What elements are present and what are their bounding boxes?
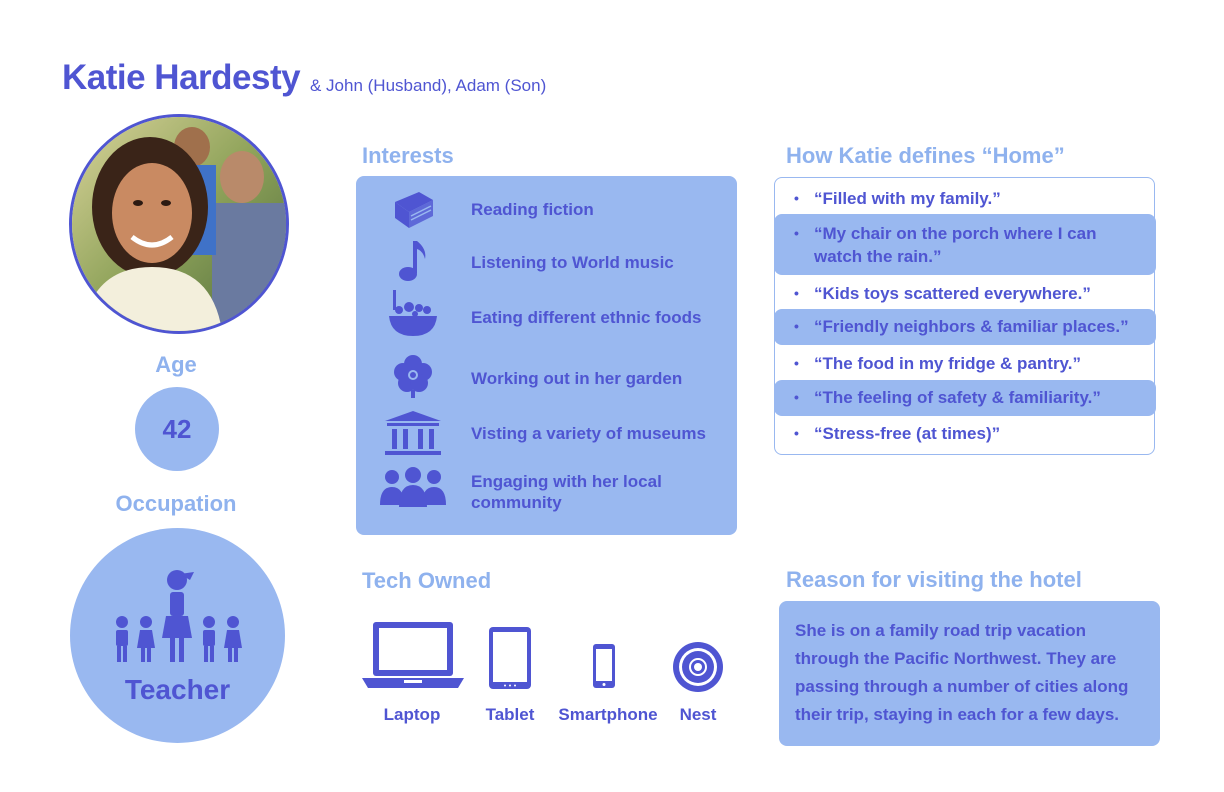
smartphone-icon bbox=[592, 643, 616, 694]
home-quote: •“Friendly neighbors & familiar places.” bbox=[774, 309, 1156, 345]
home-quote: •“Stress-free (at times)” bbox=[794, 424, 1001, 443]
occupation-label: Occupation bbox=[115, 491, 237, 516]
age-value: 42 bbox=[135, 387, 219, 471]
community-icon bbox=[380, 461, 446, 511]
interest-label: Engaging with her local community bbox=[471, 472, 662, 512]
tech-title: Tech Owned bbox=[362, 568, 492, 593]
persona-photo bbox=[69, 114, 289, 334]
interests-title: Interests bbox=[362, 143, 454, 168]
persona-name: Katie Hardesty bbox=[62, 58, 301, 97]
home-quote: •“The feeling of safety & familiarity.” bbox=[774, 380, 1156, 416]
interest-label: Working out in her garden bbox=[471, 369, 683, 388]
music-note-icon bbox=[380, 236, 446, 286]
reason-text: She is on a family road trip vacation th… bbox=[779, 601, 1160, 746]
interest-label: Eating different ethnic foods bbox=[471, 308, 702, 327]
home-quote: •“My chair on the porch where I can watc… bbox=[774, 214, 1156, 275]
reason-title: Reason for visiting the hotel bbox=[786, 567, 1082, 592]
persona-family: & John (Husband), Adam (Son) bbox=[310, 76, 547, 95]
home-title: How Katie defines “Home” bbox=[786, 143, 1065, 168]
teacher-class-icon bbox=[110, 566, 246, 671]
laptop-icon bbox=[362, 620, 464, 695]
interest-label: Listening to World music bbox=[471, 253, 674, 272]
home-quote: •“The food in my fridge & pantry.” bbox=[794, 354, 1081, 373]
museum-icon bbox=[380, 408, 446, 458]
tech-label: Tablet bbox=[485, 705, 535, 724]
tech-label: Smartphone bbox=[558, 705, 658, 724]
home-quote: •“Kids toys scattered everywhere.” bbox=[794, 284, 1091, 303]
tech-label: Laptop bbox=[383, 705, 441, 724]
interest-label: Visting a variety of museums bbox=[471, 424, 706, 443]
occupation-value: Teacher bbox=[124, 674, 231, 705]
food-bowl-icon bbox=[380, 289, 446, 339]
tech-label: Nest bbox=[679, 705, 717, 724]
interest-label: Reading fiction bbox=[471, 200, 594, 219]
tablet-icon bbox=[488, 626, 532, 695]
book-icon bbox=[380, 185, 446, 235]
home-quote: •“Filled with my family.” bbox=[794, 189, 1001, 208]
age-label: Age bbox=[155, 352, 197, 377]
nest-thermostat-icon bbox=[672, 641, 724, 698]
flower-icon bbox=[380, 350, 446, 400]
